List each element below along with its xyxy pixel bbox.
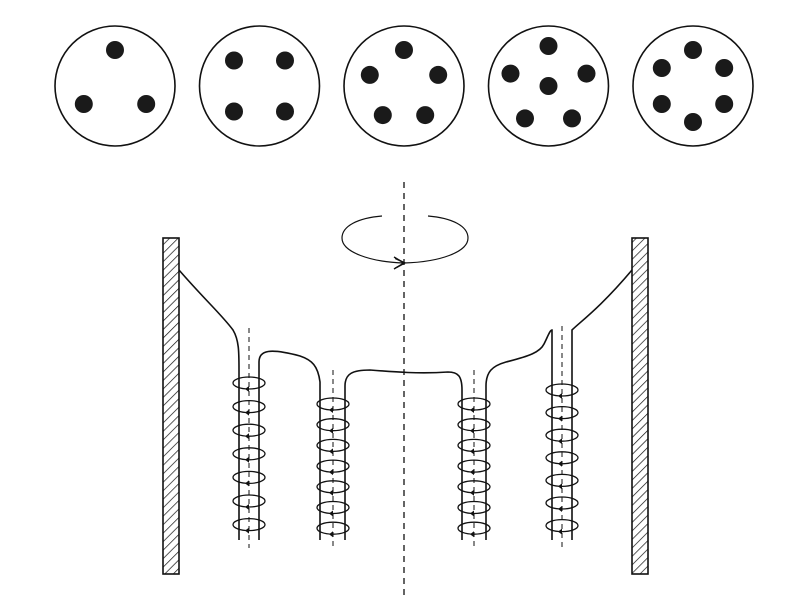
vortex-dot	[276, 51, 294, 70]
coil-direction-mark	[558, 415, 562, 422]
coil-direction-mark	[329, 510, 333, 517]
coil-direction-mark	[245, 433, 249, 440]
right-wall	[631, 237, 649, 575]
container-cross-section	[54, 25, 176, 147]
coil-direction-mark	[245, 456, 249, 463]
vortex-arrangement-circle	[198, 25, 321, 147]
vortex-dot	[225, 102, 243, 121]
vortex-dot	[137, 95, 156, 113]
coil-direction-mark	[558, 460, 562, 467]
liquid-surface	[178, 269, 240, 540]
coil-direction-mark	[470, 510, 474, 517]
coil-direction-mark	[558, 438, 562, 445]
vortex-dot	[395, 41, 413, 59]
coil-direction-mark	[329, 489, 333, 496]
coil-direction-mark	[558, 528, 562, 535]
vortex-coils	[232, 376, 579, 538]
vortex-dot	[715, 59, 734, 77]
vortex-dot	[360, 65, 379, 84]
coil-direction-mark	[558, 483, 562, 490]
coil-direction-mark	[245, 386, 249, 392]
coil-direction-mark	[329, 448, 333, 455]
coil-direction-mark	[245, 504, 249, 510]
coil-direction-mark	[329, 531, 333, 538]
vortex-dot	[416, 106, 435, 125]
tube-3-inner	[485, 329, 553, 540]
container-cross-section	[487, 25, 610, 147]
coil-direction-mark	[558, 393, 562, 399]
vortex-arrangement-row	[54, 25, 754, 147]
coil-direction-mark	[470, 531, 474, 538]
coil-direction-mark	[470, 469, 474, 476]
vortex-dot	[539, 77, 558, 95]
coil-direction-mark	[329, 427, 333, 434]
vortex-dot	[684, 113, 702, 131]
coil-direction-mark	[245, 527, 249, 534]
vortex-dot	[577, 64, 596, 83]
coil-direction-mark	[245, 409, 249, 416]
vortex-dot	[652, 59, 671, 77]
left-wall	[162, 237, 180, 575]
vortex-dot	[501, 64, 520, 83]
vortex-arrangement-circle	[632, 25, 754, 147]
vortex-dot	[684, 41, 702, 59]
coil-direction-mark	[329, 469, 333, 476]
coil-direction-mark	[470, 427, 474, 434]
rotation-arrow-icon	[341, 215, 469, 270]
vortex-dot	[516, 109, 534, 128]
container-cross-section	[198, 25, 321, 147]
vortex-dot	[74, 95, 93, 113]
tube-2-inner	[344, 369, 463, 540]
vortex-arrangement-circle	[54, 25, 176, 147]
tube-1-inner	[258, 350, 321, 540]
vortex-dot	[429, 65, 448, 84]
coil-direction-mark	[470, 407, 474, 413]
coil-direction-mark	[245, 480, 249, 487]
vortex-dot	[225, 51, 243, 70]
vortex-dot	[539, 37, 558, 55]
coil-direction-mark	[470, 448, 474, 455]
vortex-dot	[652, 95, 671, 113]
tube-4-outer	[571, 269, 633, 540]
vortex-dot	[563, 109, 581, 128]
container-cross-section	[632, 25, 754, 147]
coil-direction-mark	[329, 407, 333, 413]
vortex-dot	[373, 106, 392, 125]
vortex-arrangement-circle	[343, 25, 465, 147]
vortex-dot	[715, 95, 734, 113]
container-cross-section	[343, 25, 465, 147]
vortex-dot	[106, 41, 124, 59]
coil-direction-mark	[558, 506, 562, 512]
vortex-dot	[276, 102, 294, 121]
coil-direction-mark	[470, 489, 474, 496]
vortex-arrangement-circle	[487, 25, 610, 147]
